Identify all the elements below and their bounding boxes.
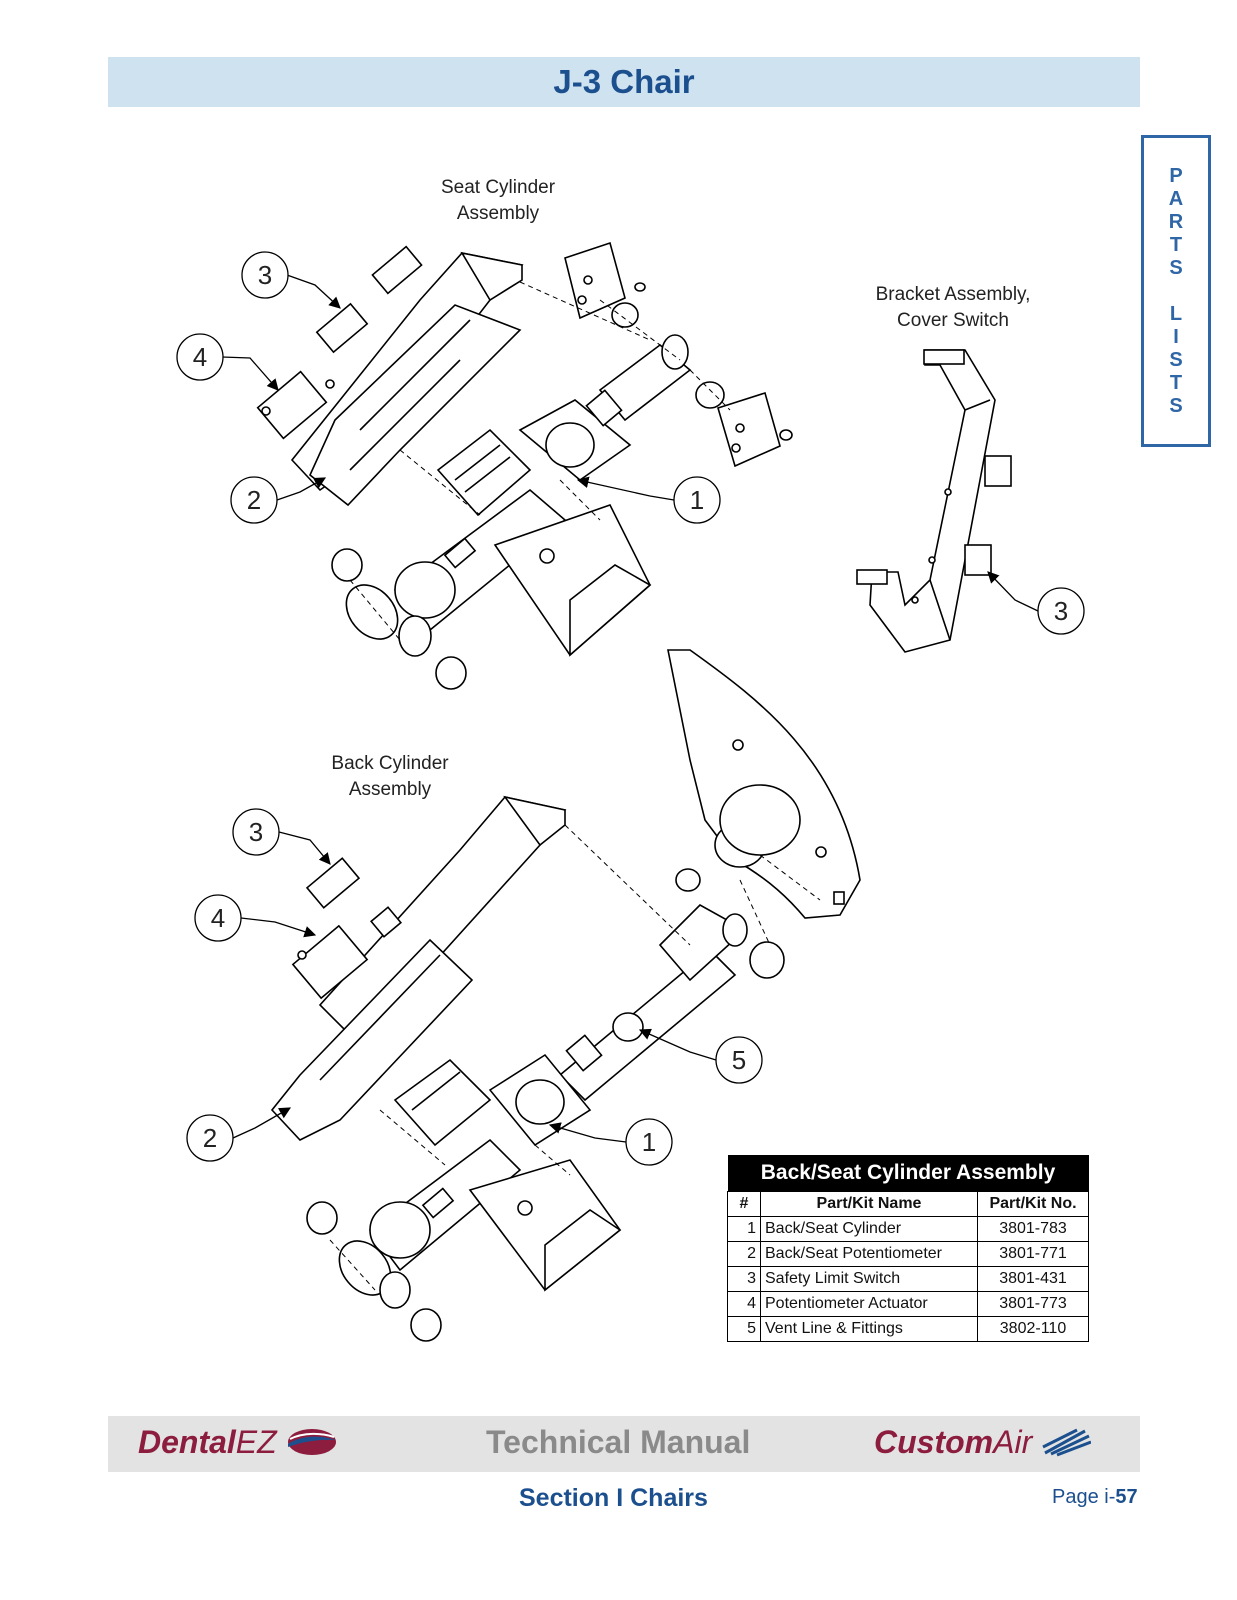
table-caption: Back/Seat Cylinder Assembly [727,1155,1089,1192]
row-num: 4 [727,1291,761,1317]
row-name: Back/Seat Cylinder [760,1216,978,1242]
row-part: 3801-773 [977,1291,1089,1317]
tab-letter: I [1173,325,1179,348]
back-assembly-label-1: Back Cylinder [331,753,449,774]
section-label: Section I Chairs [519,1484,708,1512]
callout-back-1: 1 [642,1127,656,1157]
row-part: 3801-771 [977,1241,1089,1267]
row-part: 3801-431 [977,1266,1089,1292]
tab-letter: T [1169,371,1183,394]
technical-manual-title: Technical Manual [486,1424,751,1460]
callouts [221,274,1039,1143]
col-header-name: Part/Kit Name [760,1191,978,1217]
page-title: J-3 Chair [553,63,695,100]
exploded-diagram: Seat Cylinder Assembly Bracket Assembly,… [176,177,1085,1342]
dentalez-logo-suffix: EZ [235,1424,277,1460]
tab-letter: T [1169,233,1183,256]
callout-seat-2: 2 [247,485,261,515]
tab-letter: S [1169,256,1183,279]
tab-letter: S [1169,394,1183,417]
row-name: Potentiometer Actuator [760,1291,978,1317]
customair-wing-icon [1042,1428,1092,1457]
footer-bar: DentalEZ Technical Manual CustomAir [108,1416,1140,1472]
row-name: Vent Line & Fittings [760,1316,978,1342]
dentalez-logo-main: Dental [138,1424,236,1460]
dentalez-swoosh-icon [287,1429,336,1455]
table-row: 4 Potentiometer Actuator 3801-773 [727,1291,1089,1317]
callout-back-3: 3 [249,817,263,847]
customair-logo: CustomAir [874,1424,1092,1461]
callout-seat-4: 4 [193,342,207,372]
tab-letter: P [1169,164,1183,187]
back-cylinder-drawing [270,795,748,1342]
parts-table: Back/Seat Cylinder Assembly # Part/Kit N… [727,1155,1089,1342]
page-number: Page i-57 [1052,1486,1138,1509]
row-num: 3 [727,1266,761,1292]
customair-logo-suffix: Air [993,1424,1033,1460]
tab-letter: R [1168,210,1184,233]
page-number-value: 57 [1115,1486,1138,1508]
callout-back-5: 5 [732,1045,746,1075]
table-row: 1 Back/Seat Cylinder 3801-783 [727,1216,1089,1242]
callout-circles [176,251,1085,1166]
back-dashed-guides [329,824,821,1291]
col-header-part: Part/Kit No. [977,1191,1089,1217]
tab-letter: A [1168,187,1184,210]
callout-bracket-3: 3 [1054,596,1068,626]
callout-seat-3: 3 [258,260,272,290]
title-bar: J-3 Chair [108,57,1140,107]
bracket-assembly-label-2: Cover Switch [897,310,1009,331]
row-num: 2 [727,1241,761,1267]
tab-letter: S [1169,348,1183,371]
bracket-assembly-label-1: Bracket Assembly, [876,284,1031,305]
row-num: 1 [727,1216,761,1242]
seat-dashed-guides [349,281,731,641]
callout-back-2: 2 [203,1123,217,1153]
callout-seat-1: 1 [690,485,704,515]
seat-assembly-label-1: Seat Cylinder [441,177,556,198]
table-row: 5 Vent Line & Fittings 3802-110 [727,1316,1089,1342]
table-row: 2 Back/Seat Potentiometer 3801-771 [727,1241,1089,1267]
row-part: 3801-783 [977,1216,1089,1242]
col-header-num: # [727,1191,761,1217]
pivot-bracket-drawing [667,649,861,979]
row-name: Back/Seat Potentiometer [760,1241,978,1267]
seat-cylinder-drawing [256,241,793,690]
parts-lists-tab: P A R T S L I S T S [1141,135,1211,447]
row-name: Safety Limit Switch [760,1266,978,1292]
row-num: 5 [727,1316,761,1342]
customair-logo-main: Custom [874,1424,994,1460]
page-prefix: Page i- [1052,1486,1116,1508]
dentalez-logo: DentalEZ [138,1424,338,1461]
callout-back-4: 4 [211,903,225,933]
table-row: 3 Safety Limit Switch 3801-431 [727,1266,1089,1292]
row-part: 3802-110 [977,1316,1089,1342]
back-assembly-label-2: Assembly [349,779,432,800]
bracket-drawing [856,349,1012,653]
tab-letter: L [1169,302,1183,325]
seat-assembly-label-2: Assembly [457,203,540,224]
